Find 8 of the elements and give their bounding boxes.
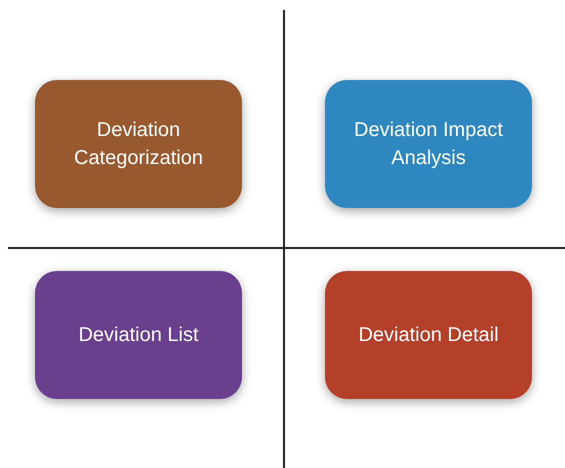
box-label: Deviation Detail: [357, 323, 500, 348]
box-label: Deviation List: [77, 323, 200, 348]
box-label: Deviation Impact Analysis: [353, 118, 504, 171]
box-label: Deviation Categorization: [73, 118, 204, 171]
rounded-box: [35, 271, 242, 399]
rounded-box: [35, 80, 242, 208]
rounded-box: [325, 80, 532, 208]
rounded-box: [325, 271, 532, 399]
